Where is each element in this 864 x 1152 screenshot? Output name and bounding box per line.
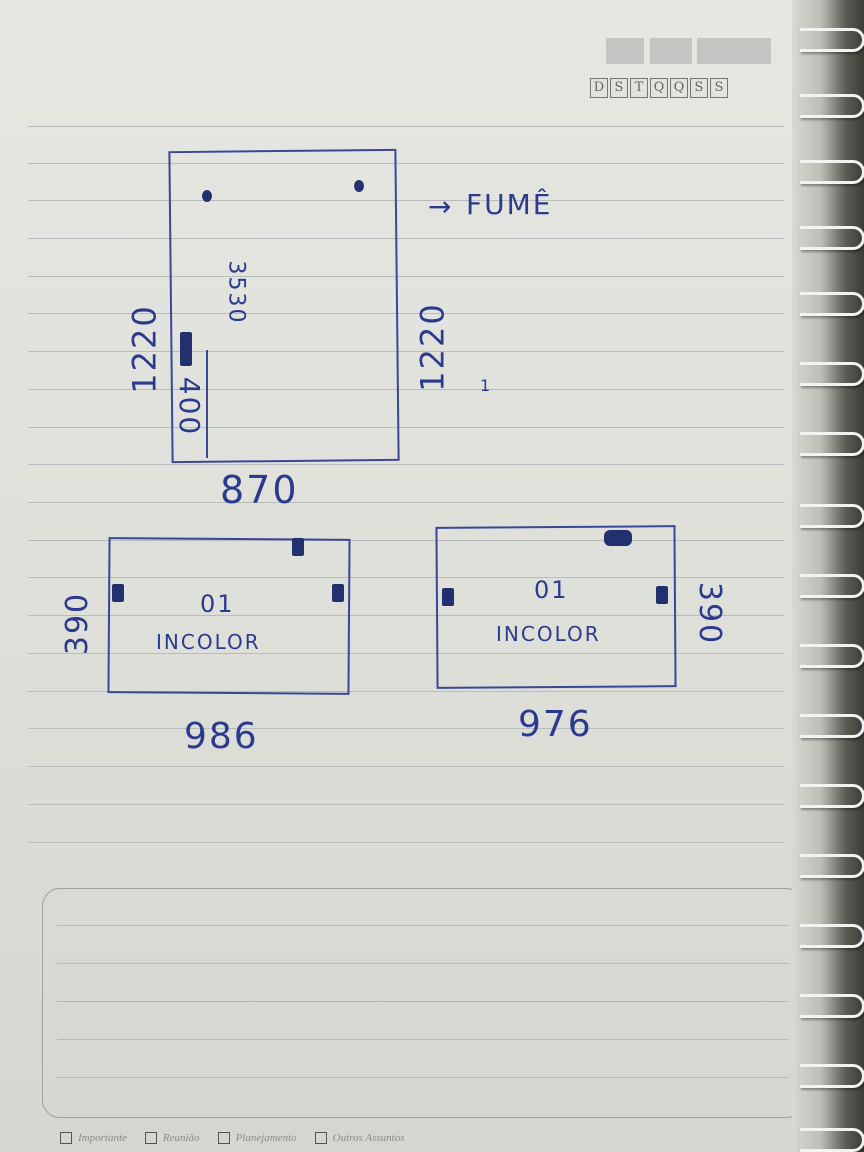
hinge-mark xyxy=(292,538,304,556)
option-important[interactable]: Importante xyxy=(60,1132,127,1144)
hinge-mark xyxy=(180,332,192,366)
dimension-height-right: 1220 xyxy=(413,302,452,392)
header-tab xyxy=(606,38,644,64)
checkbox-icon[interactable] xyxy=(144,1132,157,1144)
hinge-mark xyxy=(332,584,344,602)
dimension-height: 390 xyxy=(60,591,96,656)
header-tab xyxy=(650,38,692,64)
dimension-inner-2: 3530 xyxy=(223,260,249,325)
dimension-height-left: 1220 xyxy=(125,304,164,394)
checkbox-icon[interactable] xyxy=(217,1132,230,1144)
option-planning[interactable]: Planejamento xyxy=(217,1132,297,1144)
footer-options: Importante Reunião Planejamento Outros A… xyxy=(60,1132,423,1144)
dimension-width: 986 xyxy=(184,716,259,757)
glass-panel-outline xyxy=(435,525,677,689)
dimension-inner: 400 xyxy=(173,376,207,437)
weekday-box: S xyxy=(610,78,628,98)
header-tab xyxy=(697,38,771,64)
dimension-width: 976 xyxy=(518,704,593,745)
dimension-height: 390 xyxy=(692,581,728,646)
quantity-label: 01 xyxy=(200,590,235,618)
checkbox-icon[interactable] xyxy=(314,1132,327,1144)
hinge-mark xyxy=(656,586,668,604)
hinge-mark xyxy=(604,530,632,546)
hinge-mark xyxy=(442,588,454,606)
glass-type-label: INCOLOR xyxy=(156,630,261,654)
weekday-box: S xyxy=(690,78,708,98)
quantity-label: 01 xyxy=(534,576,569,604)
dimension-width: 870 xyxy=(220,468,299,512)
glass-type-label: INCOLOR xyxy=(496,622,601,646)
hinge-mark xyxy=(112,584,124,602)
weekday-boxes: D S T Q Q S S xyxy=(590,78,730,98)
checkbox-icon[interactable] xyxy=(60,1132,72,1144)
weekday-box: Q xyxy=(670,78,688,98)
weekday-box: Q xyxy=(650,78,668,98)
notes-box xyxy=(42,888,804,1118)
hole-mark xyxy=(202,190,212,202)
option-other[interactable]: Outros Assuntos xyxy=(314,1132,405,1144)
weekday-box: D xyxy=(590,78,608,98)
annotation-mark: 1 xyxy=(480,376,493,395)
inner-divider-line xyxy=(206,350,208,458)
weekday-box: T xyxy=(630,78,648,98)
hole-mark xyxy=(354,180,364,192)
spiral-binding xyxy=(792,0,864,1152)
arrow-icon: → xyxy=(428,190,454,223)
option-meeting[interactable]: Reunião xyxy=(144,1132,200,1144)
glass-type-label: FUMÊ xyxy=(466,188,553,221)
weekday-box: S xyxy=(710,78,728,98)
